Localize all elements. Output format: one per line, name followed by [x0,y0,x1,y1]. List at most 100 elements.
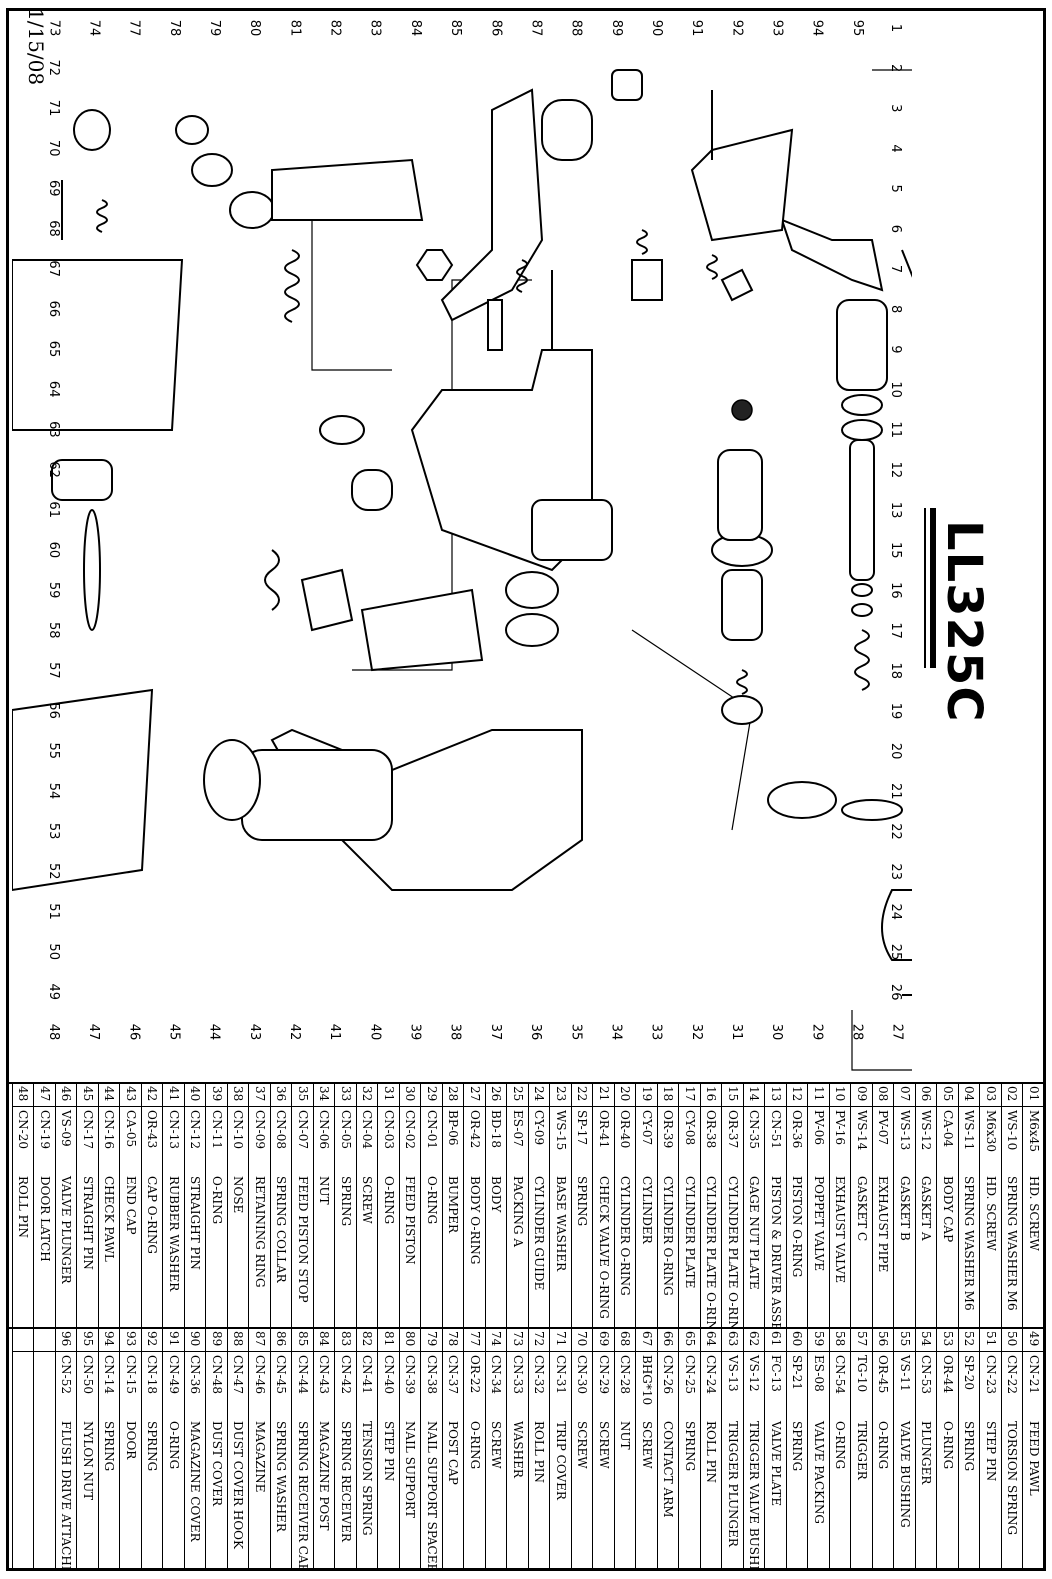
cylinder-guide-part [767,781,837,819]
callout-number: 34 [608,1024,623,1041]
parts-desc-cell: GAGE NUT PLATE [747,1176,762,1290]
parts-no-cell: 64 [700,1331,722,1352]
parts-desc-cell: O-RING [876,1421,891,1470]
parts-code-cell: CN-54 [833,1355,848,1395]
parts-no-cell: 81 [378,1331,399,1352]
parts-code-cell: CN-41 [360,1355,375,1395]
parts-no-cell: 27 [464,1086,485,1107]
parts-desc-cell: ROLL PIN [532,1421,547,1483]
parts-no-cell: 23 [550,1086,571,1107]
nail-support-part [83,509,101,631]
parts-code-cell: CN-28 [618,1355,633,1395]
door-part [690,128,794,242]
model-title: LL325C [936,520,992,723]
oring-part [841,394,883,416]
parts-code-cell: WS-10 [1005,1110,1020,1151]
magazine-cover-part [12,688,154,892]
parts-code-cell: CN-14 [102,1355,117,1395]
parts-desc-cell: TRIP COVER [554,1421,568,1500]
parts-desc-cell: O-RING [167,1421,181,1470]
parts-no-cell: 92 [141,1331,163,1352]
contact-arm-part [440,88,544,322]
parts-desc-cell: POPPET VALVE [812,1176,826,1272]
callout-number: 86 [488,20,503,37]
callout-number: 85 [448,20,463,37]
valve-bushing-part [836,299,888,391]
parts-desc-cell: HD. SCREW [984,1176,998,1251]
parts-desc-cell: SPRING COLLAR [274,1176,289,1283]
parts-desc-cell: NYLON NUT [81,1421,95,1501]
parts-desc-cell: DUST COVER [210,1421,224,1507]
parts-code-cell: CN-26 [661,1355,676,1395]
feed-piston-stop-part [229,191,275,229]
callout-number: 1 [888,24,903,32]
parts-desc-cell: TORSION SPRING [1005,1421,1020,1536]
check-pawl-part [631,259,663,301]
callout-number: 16 [888,582,903,599]
parts-no-cell: 71 [550,1331,571,1352]
callout-number: 31 [729,1024,744,1041]
parts-no-cell: 66 [657,1331,679,1352]
callout-number: 37 [488,1024,503,1041]
parts-no-cell: 02 [1001,1086,1023,1107]
parts-code-cell: VS-12 [747,1355,762,1392]
parts-desc-cell: SCREW [575,1421,590,1469]
parts-code-cell: SP-17 [575,1110,590,1145]
nut-part [415,249,454,281]
spring-part [706,254,718,280]
parts-no-cell: 06 [915,1086,937,1107]
callout-number: 46 [126,1024,141,1041]
parts-no-cell: 79 [421,1331,442,1352]
parts-no-cell: 42 [141,1086,163,1107]
parts-no-cell: 16 [700,1086,722,1107]
parts-code-cell: CN-32 [532,1355,547,1395]
title-underline-thin [924,508,926,668]
parts-no-cell: 89 [206,1331,227,1352]
parts-desc-cell: MAGAZINE COVER [188,1421,203,1542]
parts-code-cell: CN-53 [919,1355,934,1395]
parts-no-cell: 74 [485,1331,507,1352]
parts-desc-cell: CHECK PAWL [102,1176,117,1262]
parts-code-cell: CN-49 [167,1355,181,1395]
parts-code-cell: OR-45 [876,1355,891,1394]
parts-no-cell: 82 [356,1331,378,1352]
parts-code-cell: CN-44 [296,1355,310,1395]
callout-number: 81 [287,20,302,37]
callout-number: 87 [528,20,543,37]
parts-desc-cell: NUT [317,1176,332,1205]
parts-code-cell: CN-31 [554,1355,568,1395]
callout-number: 42 [287,1024,302,1041]
oring-part [851,583,873,597]
parts-no-cell: 59 [808,1331,829,1352]
parts-no-cell: 43 [120,1086,141,1107]
parts-no-cell: 12 [786,1086,808,1107]
parts-no-cell: 31 [378,1086,399,1107]
callout-number: 58 [46,622,61,639]
parts-no-cell: 32 [356,1086,378,1107]
parts-no-cell: 19 [636,1086,657,1107]
title-underline [930,508,936,668]
body-oring-part [505,613,559,647]
callout-number: 88 [569,20,584,37]
spring-part [284,249,300,323]
callout-number: 92 [729,20,744,37]
parts-code-cell: CN-19 [38,1110,52,1150]
parts-no-cell: 86 [270,1331,292,1352]
callout-number: 19 [888,703,903,720]
parts-code-cell: ES-08 [812,1355,826,1392]
